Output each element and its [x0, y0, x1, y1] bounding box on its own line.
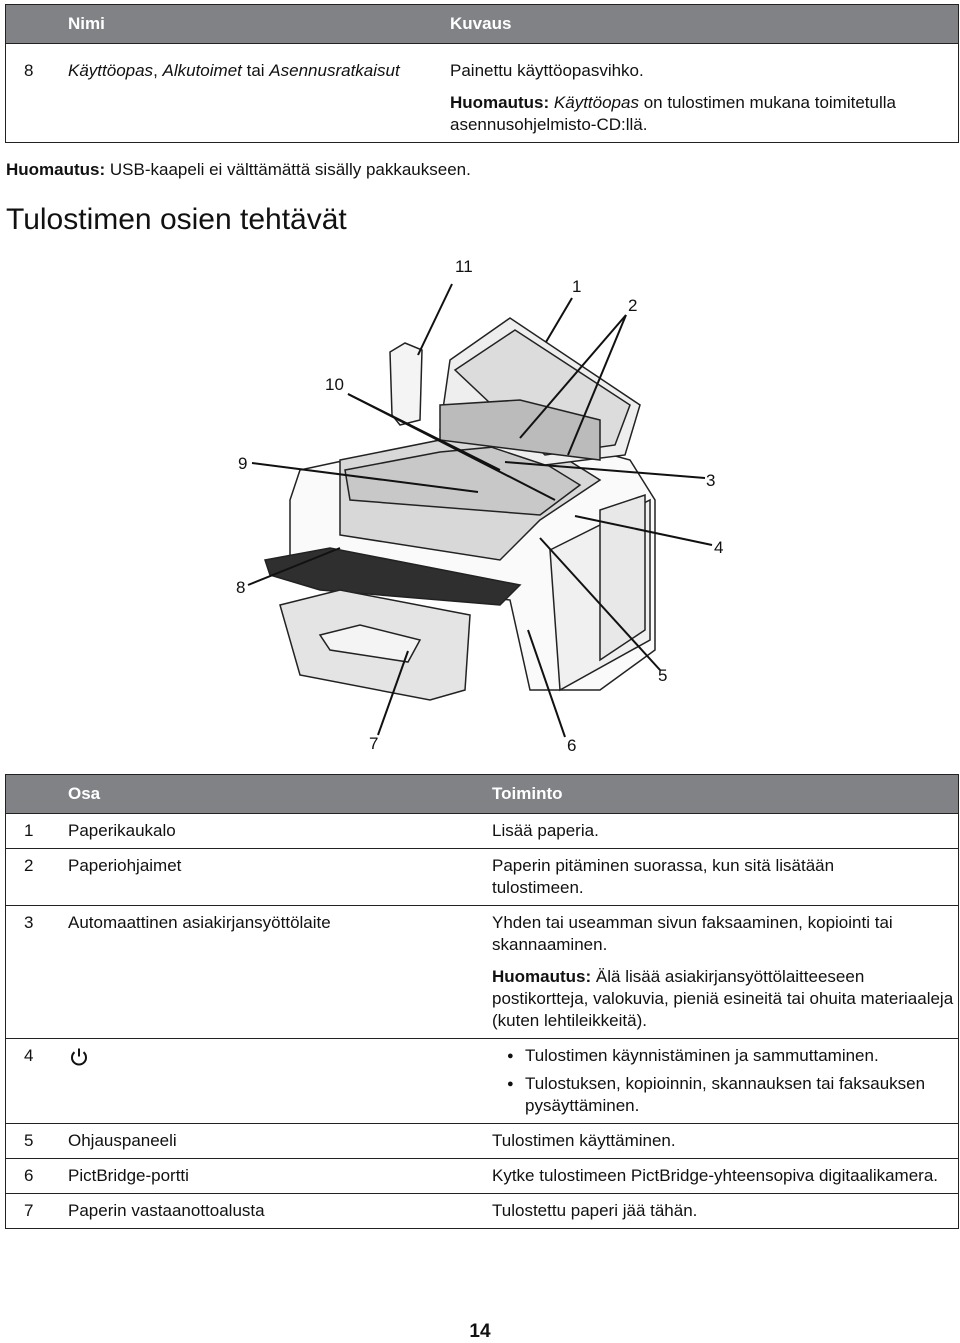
callout-3: 3	[706, 471, 715, 490]
callout-9: 9	[238, 454, 247, 473]
manual-table: Nimi Kuvaus 8 Käyttöopas, Alkutoimet tai…	[5, 4, 959, 143]
table-row: 5 Ohjauspaneeli Tulostimen käyttäminen.	[5, 1123, 959, 1159]
usb-note: Huomautus: USB-kaapeli ei välttämättä si…	[6, 160, 471, 179]
table-row: 2 Paperiohjaimet Paperin pitäminen suora…	[5, 848, 959, 906]
part-function: Yhden tai useamman sivun faksaaminen, ko…	[492, 905, 959, 1039]
printer-drawing	[264, 317, 656, 701]
row-number: 8	[5, 43, 68, 143]
printer-illustration: 11 1 2 10 9 3 4 8 5 7 6	[236, 257, 723, 755]
part-function: Lisää paperia.	[492, 813, 959, 849]
part-name: Paperikaukalo	[68, 813, 492, 849]
table-row: 3 Automaattinen asiakirjansyöttölaite Yh…	[5, 905, 959, 1039]
callout-8: 8	[236, 578, 245, 597]
callout-6: 6	[567, 736, 576, 755]
callout-7: 7	[369, 734, 378, 753]
adf-note: Huomautus: Älä lisää asiakirjansyöttölai…	[492, 967, 954, 1030]
part-name	[68, 1038, 492, 1124]
header-part: Osa	[68, 774, 492, 814]
list-item: Tulostimen käynnistäminen ja sammuttamin…	[492, 1045, 954, 1067]
part-name: Ohjauspaneeli	[68, 1123, 492, 1159]
part-function: Tulostimen käyttäminen.	[492, 1123, 959, 1159]
header-description: Kuvaus	[450, 4, 959, 44]
part-function: Tulostimen käynnistäminen ja sammuttamin…	[492, 1038, 959, 1124]
section-title: Tulostimen osien tehtävät	[6, 203, 347, 236]
part-name: Automaattinen asiakirjansyöttölaite	[68, 905, 492, 1039]
part-function: Tulostettu paperi jää tähän.	[492, 1193, 959, 1229]
callout-10: 10	[325, 375, 344, 394]
part-function: Paperin pitäminen suorassa, kun sitä lis…	[492, 848, 959, 906]
power-icon	[71, 1048, 87, 1066]
callout-1: 1	[572, 277, 581, 296]
callout-labels: 11 1 2 10 9 3 4 8 5 7 6	[236, 257, 723, 755]
callout-11: 11	[455, 257, 473, 276]
part-name: Paperin vastaanottoalusta	[68, 1193, 492, 1229]
table-row: 8 Käyttöopas, Alkutoimet tai Asennusratk…	[5, 43, 959, 143]
table-row: 4 Tulostimen käynnistäminen ja sammuttam…	[5, 1038, 959, 1124]
part-function: Kytke tulostimeen PictBridge-yhteensopiv…	[492, 1158, 959, 1194]
callout-5: 5	[658, 666, 667, 685]
table-row: 1 Paperikaukalo Lisää paperia.	[5, 813, 959, 849]
manual-names: Käyttöopas, Alkutoimet tai Asennusratkai…	[68, 43, 450, 143]
table-header: Osa Toiminto	[5, 774, 959, 814]
parts-table: Osa Toiminto 1 Paperikaukalo Lisää paper…	[5, 774, 959, 1229]
power-bullets: Tulostimen käynnistäminen ja sammuttamin…	[492, 1045, 954, 1117]
callout-4: 4	[714, 538, 723, 557]
part-name: PictBridge-portti	[68, 1158, 492, 1194]
callout-2: 2	[628, 296, 637, 315]
header-name: Nimi	[68, 4, 450, 44]
manual-note: Huomautus: Käyttöopas on tulostimen muka…	[450, 93, 896, 134]
part-name: Paperiohjaimet	[68, 848, 492, 906]
header-function: Toiminto	[492, 774, 959, 814]
callout-lines	[247, 283, 713, 738]
table-row: 6 PictBridge-portti Kytke tulostimeen Pi…	[5, 1158, 959, 1194]
page-number: 14	[469, 1321, 491, 1342]
manual-description: Painettu käyttöopasvihko. Huomautus: Käy…	[450, 43, 959, 143]
list-item: Tulostuksen, kopioinnin, skannauksen tai…	[492, 1073, 954, 1117]
table-row: 7 Paperin vastaanottoalusta Tulostettu p…	[5, 1193, 959, 1229]
table-header: Nimi Kuvaus	[5, 4, 959, 44]
